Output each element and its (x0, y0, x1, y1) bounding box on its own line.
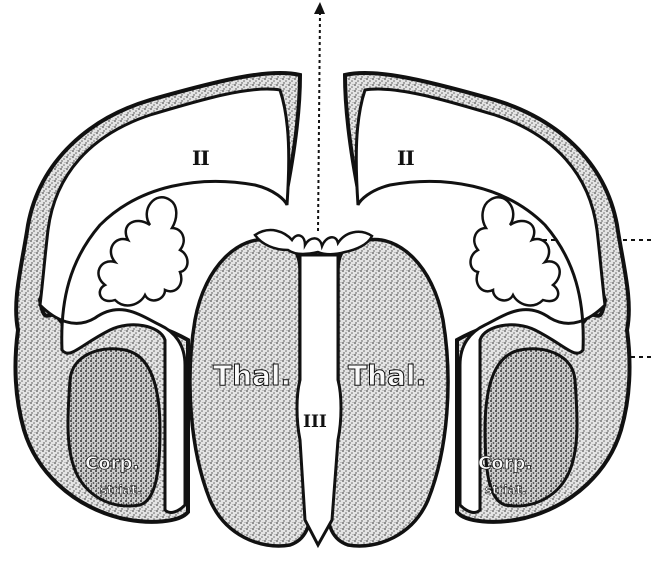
third-ventricle (297, 255, 341, 545)
midline-dashed (318, 12, 320, 232)
left-thalamus (190, 239, 310, 545)
left-corpus-striatum (68, 349, 160, 506)
right-thalamus (328, 239, 448, 545)
right-corpus-striatum (485, 349, 577, 506)
midline-arrowhead (314, 2, 325, 14)
